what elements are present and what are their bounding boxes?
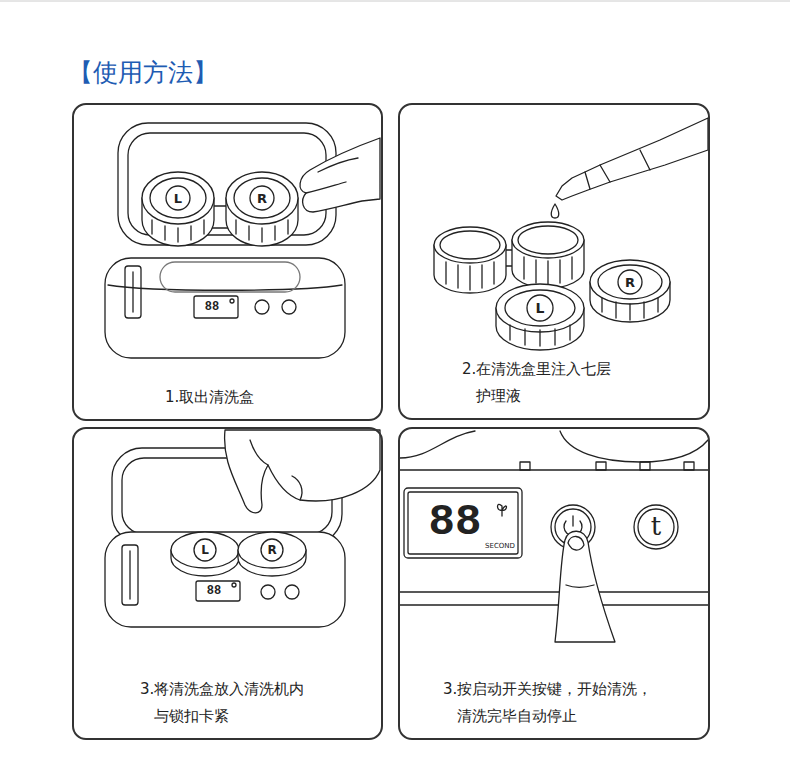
step-panel: 3.将清洗盒放入清洗机内 与锁扣卡紧 — [72, 427, 383, 740]
part-label: L — [201, 544, 209, 556]
part-label: t — [651, 513, 661, 539]
part-label: L — [174, 192, 182, 205]
step-caption: 1.取出清洗盒 — [165, 384, 385, 411]
part-label: 88 — [207, 585, 221, 597]
part-label: SECOND — [485, 543, 515, 550]
step-panel: 2.在清洗盒里注入七层 护理液 — [398, 103, 710, 420]
step-panel: 3.按启动开关按键，开始清洗， 清洗完毕自动停止 — [398, 427, 710, 740]
part-label: R — [625, 276, 635, 289]
step-panel: 1.取出清洗盒 — [72, 103, 383, 421]
step-caption: 3.按启动开关按键，开始清洗， 清洗完毕自动停止 — [443, 676, 693, 730]
part-label: 88 — [429, 500, 482, 544]
page-title: 【使用方法】 — [68, 58, 218, 88]
part-label: R — [267, 544, 276, 556]
step-caption: 3.将清洗盒放入清洗机内 与锁扣卡紧 — [140, 676, 340, 730]
part-label: R — [257, 192, 267, 205]
part-label: 88 — [205, 301, 219, 313]
step-caption: 2.在清洗盒里注入七层 护理液 — [462, 356, 632, 410]
part-label: L — [536, 301, 545, 315]
